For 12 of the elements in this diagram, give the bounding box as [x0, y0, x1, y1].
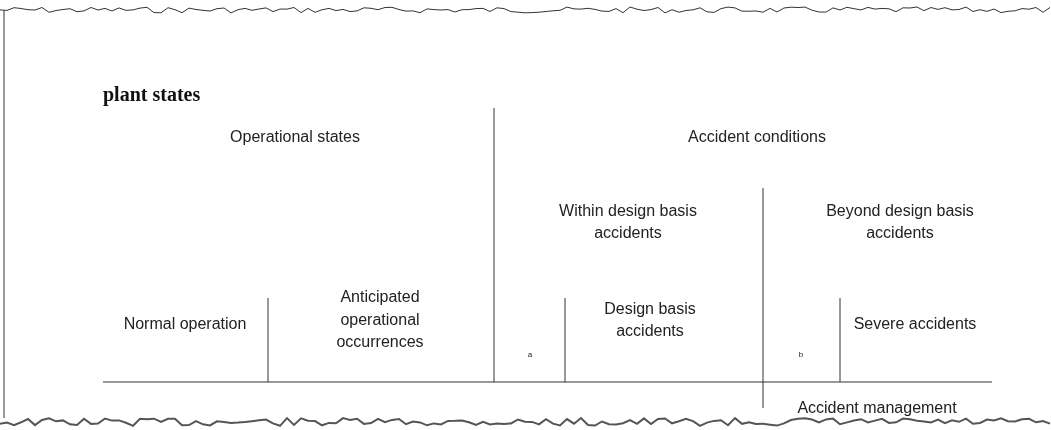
label: Accident management	[797, 397, 957, 418]
label: Accident conditions	[688, 126, 826, 147]
label: a	[527, 349, 533, 361]
label: Within design basis accidents	[558, 200, 698, 243]
label: Design basis accidents	[603, 298, 697, 341]
title: plant states	[103, 84, 201, 104]
label: Operational states	[230, 126, 360, 147]
label: b	[798, 349, 804, 361]
label: Normal operation	[123, 313, 247, 334]
label: Severe accidents	[853, 313, 977, 334]
label: Anticipated operational occurrences	[335, 287, 425, 353]
label: Beyond design basis accidents	[825, 200, 975, 243]
